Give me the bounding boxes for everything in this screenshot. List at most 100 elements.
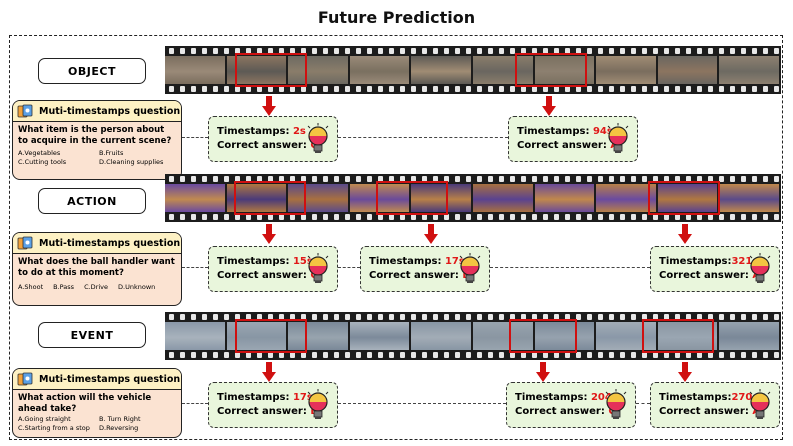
film-hole xyxy=(763,176,768,182)
film-hole xyxy=(367,314,372,320)
film-hole xyxy=(664,48,669,54)
film-hole xyxy=(576,352,581,358)
film-hole xyxy=(422,314,427,320)
film-hole xyxy=(235,214,240,220)
film-hole xyxy=(620,352,625,358)
film-hole xyxy=(290,86,295,92)
film-frame xyxy=(349,322,412,350)
film-hole xyxy=(455,352,460,358)
film-hole xyxy=(708,176,713,182)
dashed-connector xyxy=(490,267,650,268)
down-arrow-icon xyxy=(262,362,276,382)
film-hole xyxy=(301,314,306,320)
highlighted-frame xyxy=(642,319,714,353)
film-hole xyxy=(642,176,647,182)
film-hole xyxy=(334,86,339,92)
film-hole xyxy=(180,176,185,182)
film-hole xyxy=(675,176,680,182)
film-hole xyxy=(719,214,724,220)
film-hole xyxy=(367,48,372,54)
film-hole xyxy=(675,86,680,92)
answer-options: A.Going straight B. Turn Right C.Startin… xyxy=(13,415,181,433)
highlighted-frame xyxy=(509,319,577,353)
timestamp-label: Timestamps: xyxy=(515,392,588,403)
film-frame xyxy=(226,184,289,212)
film-frame xyxy=(719,56,781,84)
film-hole xyxy=(543,352,548,358)
film-hole xyxy=(543,176,548,182)
film-hole xyxy=(741,176,746,182)
film-hole xyxy=(499,48,504,54)
option: B.Fruits xyxy=(99,149,124,157)
film-hole xyxy=(257,86,262,92)
film-hole xyxy=(323,314,328,320)
film-hole xyxy=(444,176,449,182)
film-hole xyxy=(587,314,592,320)
timestamp-value: 2s xyxy=(292,126,306,137)
film-perforations-top xyxy=(165,48,781,54)
film-hole xyxy=(169,48,174,54)
down-arrow-icon xyxy=(678,362,692,382)
film-hole xyxy=(455,214,460,220)
film-hole xyxy=(631,86,636,92)
film-hole xyxy=(180,86,185,92)
film-hole xyxy=(466,48,471,54)
film-frames xyxy=(165,322,781,350)
film-hole xyxy=(444,214,449,220)
film-hole xyxy=(422,48,427,54)
film-hole xyxy=(312,352,317,358)
film-hole xyxy=(675,314,680,320)
film-hole xyxy=(191,48,196,54)
answer-box: Timestamps: 17s Correct answer: B xyxy=(208,382,338,428)
film-hole xyxy=(686,352,691,358)
down-arrow-icon xyxy=(262,224,276,244)
film-hole xyxy=(455,176,460,182)
highlighted-frame xyxy=(376,181,448,215)
question-text: What does the ball handler want to do at… xyxy=(18,257,175,278)
film-hole xyxy=(730,352,735,358)
answer-label: Correct answer: xyxy=(659,270,749,281)
film-hole xyxy=(466,314,471,320)
film-hole xyxy=(180,352,185,358)
film-frame xyxy=(534,322,597,350)
film-hole xyxy=(246,48,251,54)
film-frame xyxy=(349,56,412,84)
film-hole xyxy=(378,86,383,92)
answer-box: Timestamps: 15s Correct answer: C xyxy=(208,246,338,292)
film-hole xyxy=(246,214,251,220)
film-hole xyxy=(708,86,713,92)
film-hole xyxy=(224,214,229,220)
film-hole xyxy=(697,214,702,220)
film-hole xyxy=(213,176,218,182)
film-hole xyxy=(697,176,702,182)
film-hole xyxy=(642,86,647,92)
film-frame xyxy=(411,322,473,350)
answer-box: Timestamps:270s Correct answer: A xyxy=(650,382,780,428)
film-hole xyxy=(598,314,603,320)
film-hole xyxy=(763,86,768,92)
film-hole xyxy=(180,48,185,54)
film-hole xyxy=(224,352,229,358)
timestamp-label: Timestamps: xyxy=(369,256,442,267)
film-hole xyxy=(554,86,559,92)
film-hole xyxy=(235,86,240,92)
film-hole xyxy=(301,176,306,182)
film-hole xyxy=(378,176,383,182)
film-hole xyxy=(631,214,636,220)
film-frame xyxy=(288,56,350,84)
question-header-label: Muti-timestamps question xyxy=(39,237,181,249)
film-hole xyxy=(169,86,174,92)
film-perforations-top xyxy=(165,314,781,320)
film-hole xyxy=(554,352,559,358)
film-frame xyxy=(288,184,350,212)
answer-label: Correct answer: xyxy=(659,406,749,417)
film-hole xyxy=(213,214,218,220)
timestamp-label: Timestamps: xyxy=(217,126,290,137)
film-frame xyxy=(349,184,412,212)
question-header: Muti-timestamps question xyxy=(13,369,181,390)
film-hole xyxy=(488,314,493,320)
film-hole xyxy=(356,86,361,92)
film-hole xyxy=(312,86,317,92)
film-hole xyxy=(752,176,757,182)
film-hole xyxy=(279,86,284,92)
